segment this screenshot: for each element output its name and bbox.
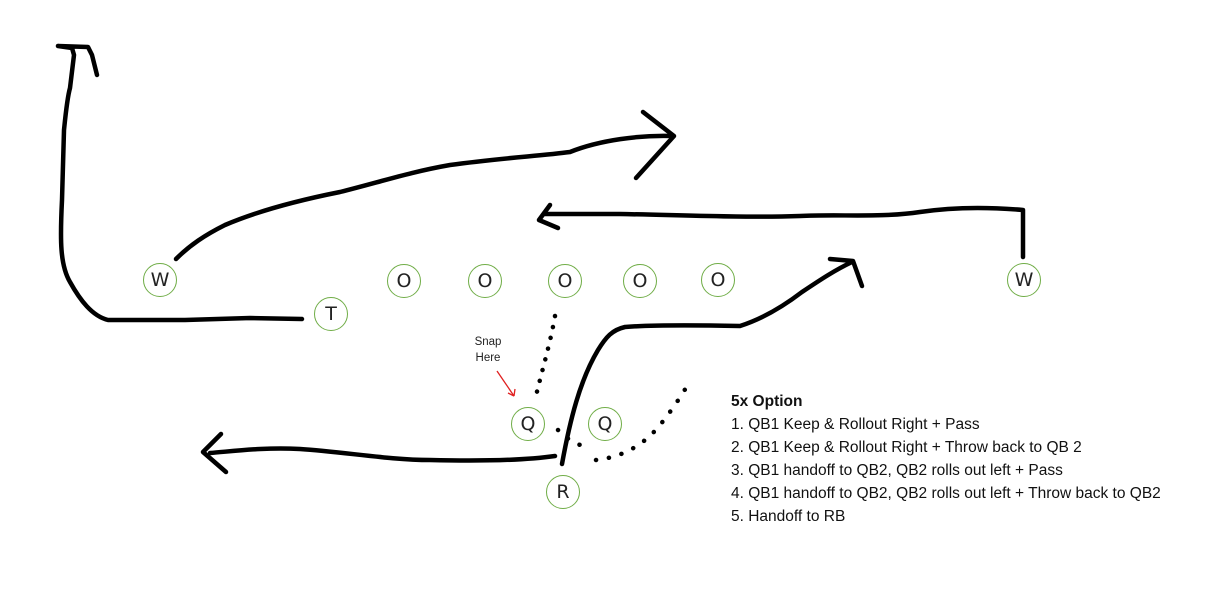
- right-receiver-route: [542, 205, 1026, 260]
- offensive-lineman-1: O: [387, 264, 421, 298]
- left-receiver-route: [173, 133, 675, 262]
- center: O: [548, 264, 582, 298]
- left-receiver-arrowhead: [633, 109, 677, 181]
- offensive-lineman-4: O: [623, 264, 657, 298]
- running-back: R: [546, 475, 580, 509]
- option-item: 5. Handoff to RB: [731, 508, 846, 525]
- option-item: 4. QB1 handoff to QB2, QB2 rolls out lef…: [731, 485, 1161, 502]
- wide-receiver-left: W: [143, 263, 177, 297]
- qb2-rollout-arrowhead: [200, 431, 229, 475]
- tight-end: T: [314, 297, 348, 331]
- offensive-lineman-2: O: [468, 264, 502, 298]
- snap-arrow: [496, 370, 515, 397]
- snap-here-label: Snap Here: [470, 334, 506, 366]
- qb1-rollout-arrowhead: [827, 256, 865, 289]
- wide-receiver-right: W: [1007, 263, 1041, 297]
- option-item: 1. QB1 Keep & Rollout Right + Pass: [731, 416, 980, 433]
- tight-end-route: [55, 43, 305, 323]
- qb1-rollout-route: [559, 259, 855, 467]
- handoff-dotted-path: [555, 378, 693, 463]
- options-title: 5x Option: [731, 393, 803, 410]
- snap-dotted-path: [532, 313, 558, 403]
- qb2-rollout-route: [207, 446, 558, 463]
- play-options-list: 5x Option 1. QB1 Keep & Rollout Right + …: [731, 390, 1161, 528]
- snap-label-line2: Here: [475, 352, 501, 364]
- option-item: 2. QB1 Keep & Rollout Right + Throw back…: [731, 439, 1082, 456]
- option-item: 3. QB1 handoff to QB2, QB2 rolls out lef…: [731, 462, 1063, 479]
- quarterback-2: Q: [588, 407, 622, 441]
- right-receiver-arrowhead: [536, 202, 561, 231]
- offensive-lineman-5: O: [701, 263, 735, 297]
- quarterback-1: Q: [511, 407, 545, 441]
- snap-arrowhead: [507, 388, 516, 397]
- snap-label-line1: Snap: [474, 336, 502, 348]
